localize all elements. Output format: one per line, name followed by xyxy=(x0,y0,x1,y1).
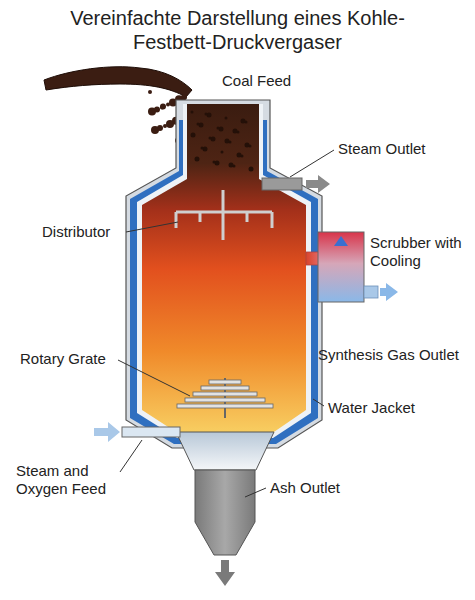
coal-lump xyxy=(201,147,204,150)
syngas-outlet-pipe xyxy=(364,286,378,298)
part-label: Steam Outlet xyxy=(338,140,426,158)
grate-plate xyxy=(201,386,249,390)
coal-lump xyxy=(241,119,246,124)
coal-bed xyxy=(191,111,254,172)
outer-shell xyxy=(126,100,322,448)
grate-plate xyxy=(193,392,257,396)
ash-hopper xyxy=(195,470,255,555)
grate-plate xyxy=(185,398,265,402)
coal-chute xyxy=(44,67,192,97)
coal-lump xyxy=(205,113,208,116)
steam-outlet-pipe xyxy=(262,178,302,190)
coal-lump xyxy=(237,153,242,158)
coal-lump xyxy=(245,143,250,148)
part-label: Coal Feed xyxy=(222,72,291,90)
coal-lump xyxy=(221,151,224,154)
coal-lump xyxy=(225,117,228,120)
title: Vereinfachte Darstellung eines Kohle-Fes… xyxy=(68,6,408,54)
coal-lump xyxy=(229,163,234,168)
rotary-grate xyxy=(177,380,273,408)
steam-outlet-arrow xyxy=(306,175,330,193)
grate-plate xyxy=(177,404,273,408)
syngas-outlet-arrow xyxy=(380,283,398,301)
coal-lump xyxy=(191,111,194,114)
coal-particle xyxy=(160,106,164,110)
grate-plate xyxy=(209,380,241,384)
part-label: Water Jacket xyxy=(328,399,415,417)
coal-lump xyxy=(195,157,200,162)
coal-lump xyxy=(197,123,200,126)
coal-lump xyxy=(225,139,230,144)
coal-lump xyxy=(209,137,212,140)
jacket-gap xyxy=(137,104,311,438)
coal-lump xyxy=(217,127,220,130)
coal-particle xyxy=(160,103,166,109)
distributor xyxy=(176,190,272,240)
leader-lines xyxy=(118,150,334,497)
coal-lump xyxy=(191,133,196,138)
ash-funnel xyxy=(176,432,274,470)
coal-particle xyxy=(154,107,160,113)
scrubber-marker xyxy=(334,236,348,246)
coal-particle xyxy=(166,120,174,128)
part-label: Ash Outlet xyxy=(270,479,340,497)
feed-pipe xyxy=(122,427,180,437)
coal-lump xyxy=(213,161,216,164)
part-label: Rotary Grate xyxy=(20,350,106,368)
part-label: Scrubber with Cooling xyxy=(370,234,470,270)
ash-outlet-arrow xyxy=(215,560,235,586)
part-label: Distributor xyxy=(42,223,110,241)
feed-arrow xyxy=(94,422,120,442)
coal-particle xyxy=(148,90,152,94)
scrubber-vessel xyxy=(318,232,364,302)
coal-lump xyxy=(233,129,238,134)
part-label: Synthesis Gas Outlet xyxy=(318,346,459,364)
coal-particle xyxy=(157,125,163,131)
part-label: Steam and Oxygen Feed xyxy=(16,462,120,498)
coal-lump xyxy=(249,167,254,172)
coal-particle xyxy=(181,94,187,100)
